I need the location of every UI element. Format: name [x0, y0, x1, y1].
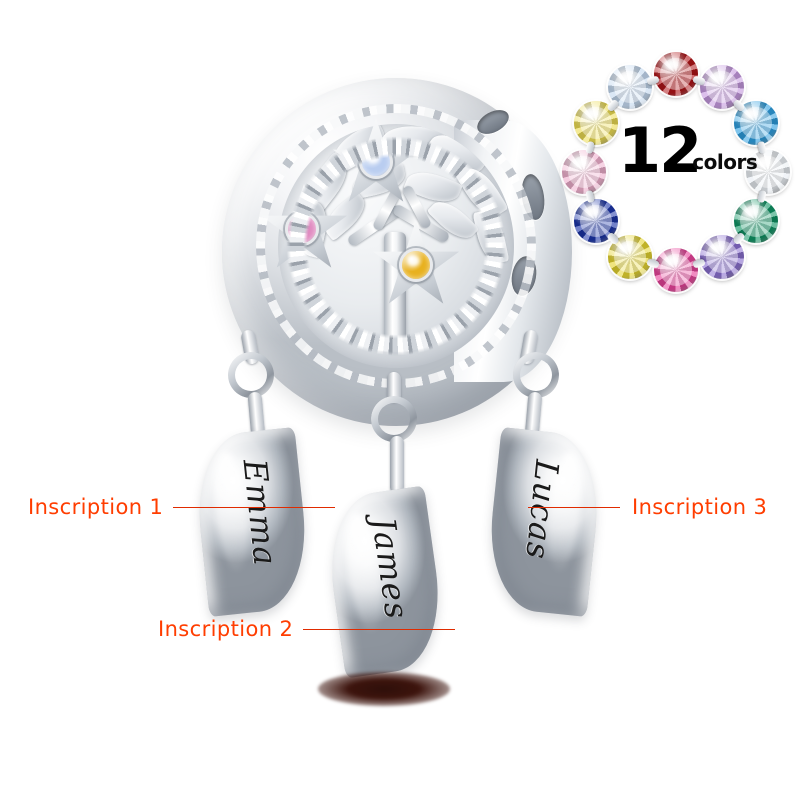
gem-link	[585, 189, 596, 204]
gem-table	[614, 241, 646, 273]
leaf-shape-3	[482, 427, 606, 617]
callout-label-2: Inscription 2	[158, 617, 294, 641]
color-gem-7[interactable]	[654, 248, 698, 292]
callout-inscription-2: Inscription 2	[158, 617, 456, 641]
gem-table	[614, 71, 646, 103]
gem-table	[706, 241, 738, 273]
color-gem-10[interactable]	[562, 150, 606, 194]
product-shadow	[318, 672, 450, 706]
gem-facets	[654, 52, 698, 96]
colors-badge: 12 colors	[560, 48, 792, 296]
jump-ring-1	[228, 352, 274, 398]
leaf-shape-1	[190, 427, 314, 617]
callout-label-1: Inscription 1	[28, 495, 164, 519]
leaf-pendant-3[interactable]: Lucas	[482, 427, 606, 617]
callout-label-3: Inscription 3	[632, 495, 768, 519]
jump-ring-2	[371, 396, 417, 442]
braided-rope-border-inner	[256, 104, 536, 388]
gem-glint	[756, 157, 772, 170]
gem-table	[580, 107, 613, 139]
gem-table	[580, 205, 613, 237]
gem-glint	[664, 255, 680, 268]
jump-ring-3	[513, 352, 559, 398]
gem-glint	[584, 206, 600, 219]
leader-line-3	[528, 506, 620, 508]
gem-facets	[654, 248, 698, 292]
gem-glint	[664, 59, 680, 72]
gem-glint	[584, 108, 600, 121]
leaf-pendant-1[interactable]: Emma	[190, 427, 314, 617]
gem-glint	[618, 241, 634, 255]
leader-line-2	[303, 628, 456, 630]
gem-glint	[618, 72, 634, 85]
gem-table	[568, 156, 600, 188]
gem-glint	[744, 108, 760, 121]
badge-text: 12 colors	[618, 114, 758, 187]
charm-bead	[222, 78, 572, 426]
leaf-pendant-2[interactable]: James	[320, 485, 450, 679]
gem-glint	[710, 241, 726, 255]
badge-number: 12	[618, 114, 702, 187]
pendant-bail-2	[387, 372, 401, 402]
color-gem-1[interactable]	[654, 52, 698, 96]
gem-glint	[572, 157, 588, 170]
gem-table	[660, 58, 692, 90]
gem-glint	[744, 206, 760, 219]
pendant-link-2	[390, 436, 404, 494]
gem-glint	[710, 72, 726, 85]
leaf-shape-2	[320, 485, 450, 679]
gem-table	[706, 71, 738, 103]
callout-inscription-1: Inscription 1	[28, 495, 336, 519]
gem-table	[660, 254, 692, 286]
gem-facets	[562, 150, 606, 194]
callout-inscription-3: Inscription 3	[528, 495, 767, 519]
gem-table	[739, 205, 772, 237]
badge-word: colors	[692, 149, 758, 174]
leader-line-1	[173, 506, 336, 508]
